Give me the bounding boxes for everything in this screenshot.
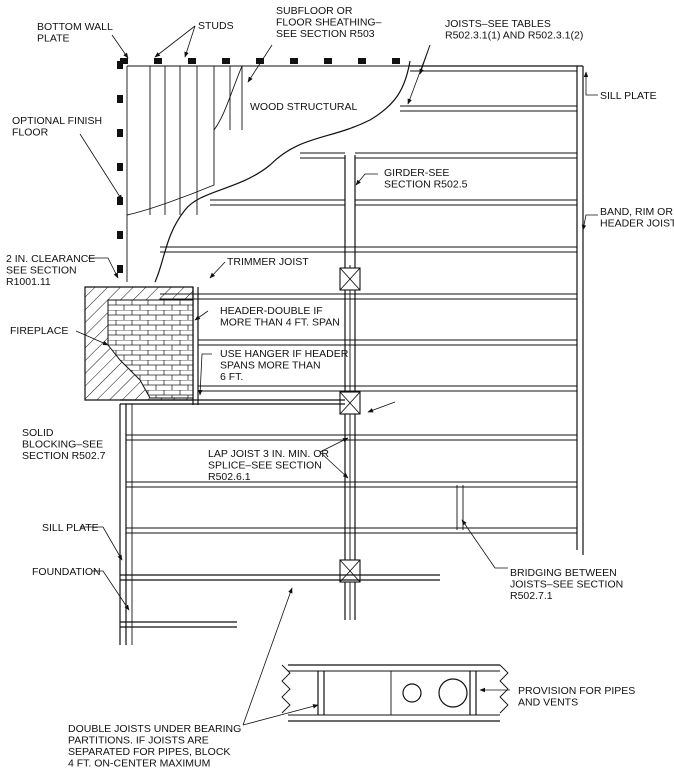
label-trimmer-joist: TRIMMER JOIST [227, 256, 309, 268]
bridging [456, 485, 464, 530]
label-line: R1001.11 [6, 276, 51, 288]
stud-wall [117, 58, 412, 282]
label-line: BRIDGING BETWEEN [510, 567, 617, 579]
label-line: PARTITIONS. IF JOISTS ARE [68, 735, 209, 747]
label-line: STUDS [198, 20, 234, 32]
label-line: MORE THAN 4 FT. SPAN [220, 317, 340, 329]
label-line: JOISTS–SEE SECTION [510, 579, 623, 591]
label-line: HEADER JOIST [600, 218, 674, 230]
label-line: SUBFLOOR OR [276, 5, 353, 17]
label-studs: STUDS [198, 20, 234, 32]
fireplace [84, 286, 194, 401]
label-line: SOLID [22, 427, 54, 439]
label-line: BOTTOM WALL [37, 21, 113, 33]
label-line: BLOCKING–SEE [22, 439, 103, 451]
label-sill-plate-left: SILL PLATE [42, 522, 99, 534]
label-line: SEE SECTION R503 [276, 28, 375, 40]
label-line: LAP JOIST 3 IN. MIN. OR [208, 448, 329, 460]
label-line: 6 FT. [220, 371, 243, 383]
label-line: SPANS MORE THAN [220, 360, 321, 372]
label-line: WOOD STRUCTURAL [250, 101, 357, 113]
label-line: HEADER-DOUBLE IF [220, 305, 323, 317]
trimmer-and-header [120, 287, 345, 405]
splice-cross [339, 267, 361, 291]
subfloor-edge [154, 60, 411, 283]
finish-floor-edge [126, 65, 243, 216]
label-line: SEE SECTION [6, 265, 77, 277]
label-line: SECTION R502.7 [22, 450, 106, 462]
label-line: R502.6.1 [208, 471, 251, 483]
label-line: 2 IN. CLEARANCE [6, 253, 95, 265]
pipe-small [402, 683, 422, 703]
label-sill-plate-right: SILL PLATE [600, 90, 657, 102]
label-line: R502.3.1(1) AND R502.3.1(2) [445, 30, 583, 42]
label-line: BAND, RIM OR [600, 206, 673, 218]
label-line: PLATE [37, 33, 69, 45]
leader-lines [75, 25, 598, 726]
pipe-provision-detail [281, 664, 509, 722]
girder [344, 155, 356, 620]
label-line: TRIMMER JOIST [227, 256, 309, 268]
pipe-large [438, 678, 468, 708]
label-line: SILL PLATE [600, 90, 657, 102]
label-line: FLOOR [12, 127, 49, 139]
label-line: FLOOR SHEATHING– [276, 17, 382, 29]
label-wood-structural: WOOD STRUCTURAL [250, 101, 357, 113]
label-line: PROVISION FOR PIPES [518, 685, 635, 697]
label-fireplace: FIREPLACE [10, 325, 68, 337]
label-line: GIRDER-SEE [384, 167, 449, 179]
label-line: R502.7.1 [510, 590, 553, 602]
band-rim-joist [410, 65, 584, 555]
floor-joists [126, 105, 577, 534]
label-line: SILL PLATE [42, 522, 99, 534]
label-line: SECTION R502.5 [384, 179, 468, 191]
label-line: 4 FT. ON-CENTER MAXIMUM [68, 758, 210, 769]
splice-cross [339, 391, 361, 415]
label-line: JOISTS–SEE TABLES [445, 18, 551, 30]
label-foundation: FOUNDATION [32, 566, 101, 578]
label-line: SEPARATED FOR PIPES, BLOCK [68, 746, 230, 758]
label-line: AND VENTS [518, 697, 578, 709]
joist-splices [339, 267, 361, 583]
label-line: DOUBLE JOISTS UNDER BEARING [68, 723, 241, 735]
splice-cross [339, 559, 361, 583]
label-line: FOUNDATION [32, 566, 101, 578]
double-joist-bearing [120, 574, 440, 628]
label-line: FIREPLACE [10, 325, 68, 337]
label-line: USE HANGER IF HEADER [220, 348, 349, 360]
label-line: OPTIONAL FINISH [12, 115, 102, 127]
label-line: SPLICE–SEE SECTION [208, 460, 322, 472]
